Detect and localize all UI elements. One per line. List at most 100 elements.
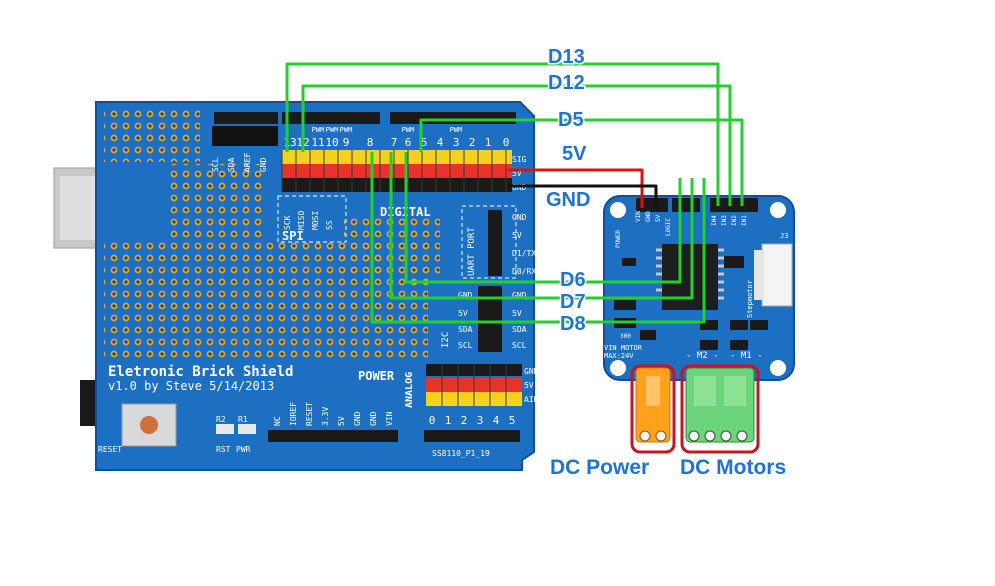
svg-text:R2: R2: [216, 415, 226, 424]
svg-text:VIN: VIN: [385, 411, 394, 426]
power-header: [268, 430, 398, 442]
svg-text:PWM: PWM: [326, 126, 339, 134]
svg-text:3.3V: 3.3V: [321, 407, 330, 426]
power-pin-labels: NC IOREF RESET 3.3V 5V GND GND VIN: [273, 402, 394, 426]
svg-text:5V: 5V: [458, 309, 468, 318]
svg-text:J3: J3: [780, 232, 788, 240]
pin-number: 2: [469, 136, 476, 149]
dc-power-highlight: [630, 364, 676, 454]
part-number: SS8110_P1_19: [432, 449, 490, 458]
analog-ain-label: AIN: [524, 395, 539, 404]
i2c-label: I2C: [441, 332, 451, 348]
svg-text:MAX:24V: MAX:24V: [604, 352, 634, 360]
pin-number: 10: [325, 136, 338, 149]
svg-text:IN4: IN4: [711, 215, 718, 226]
svg-text:MISO: MISO: [297, 211, 306, 230]
svg-text:VIN: VIN: [635, 211, 642, 222]
svg-text:D0/RX: D0/RX: [512, 267, 536, 276]
top-pin-labels: SCL SDA AREF GND: [211, 153, 268, 172]
wire-label-5v: 5V: [562, 143, 587, 165]
svg-text:GND: GND: [353, 411, 362, 426]
svg-text:IN3: IN3: [721, 215, 728, 226]
pin-label: GND: [259, 157, 268, 172]
dc-motors-caption: DC Motors: [680, 456, 786, 479]
top-header: [212, 112, 278, 146]
digital-header-left: [282, 112, 380, 124]
svg-text:5V: 5V: [512, 309, 522, 318]
reset-button: [121, 403, 177, 447]
svg-text:SCK: SCK: [283, 215, 292, 230]
pin-number: 11: [311, 136, 324, 149]
digital-brick-header: [281, 150, 512, 192]
svg-text:IN1: IN1: [741, 215, 748, 226]
reset-label: RESET: [98, 445, 122, 454]
svg-text:PWM: PWM: [402, 126, 415, 134]
proto-area-middle: [168, 164, 264, 240]
svg-text:- M1 -: - M1 -: [730, 351, 763, 361]
svg-text:PWM: PWM: [340, 126, 353, 134]
driver-top-labels: VIN GND 5V IN4 IN3 IN2 IN1 LOGIC POWER S…: [604, 211, 788, 361]
analog-pin-numbers: 0 1 2 3 4 5: [429, 414, 516, 427]
uart-label: UART PORT: [467, 227, 477, 276]
pwm-labels: PWM PWM PWM PWM PWM: [312, 126, 463, 134]
wires: [285, 62, 744, 324]
svg-text:5: 5: [509, 414, 516, 427]
svg-text:SCL: SCL: [458, 341, 473, 350]
svg-text:1: 1: [445, 414, 452, 427]
analog-brick-header: [426, 364, 522, 406]
dc-power-caption: DC Power: [550, 456, 649, 479]
svg-text:VIN MOTOR: VIN MOTOR: [604, 344, 643, 352]
svg-text:GND: GND: [512, 291, 527, 300]
wire-d5: [419, 118, 744, 206]
pin-number: 13: [283, 136, 296, 149]
uart-header: [488, 210, 502, 276]
dc-power-terminal: [635, 367, 671, 443]
svg-text:SDA: SDA: [458, 325, 473, 334]
svg-text:POWER: POWER: [615, 230, 622, 248]
svg-text:PWR: PWR: [236, 445, 251, 454]
digital-header-right: [390, 112, 516, 124]
svg-text:D1/TX: D1/TX: [512, 249, 536, 258]
shield-title: Eletronic Brick Shield: [108, 364, 293, 380]
svg-text:0: 0: [429, 414, 436, 427]
wire-d12: [301, 84, 732, 206]
wire-label-d12: D12: [548, 72, 585, 94]
svg-text:IN2: IN2: [731, 215, 738, 226]
wire-5v: [508, 168, 644, 208]
svg-text:5V: 5V: [655, 214, 662, 222]
status-leds: R2 R1 RST PWR: [216, 415, 256, 454]
spi-box: [277, 195, 347, 243]
power-label: POWER: [358, 369, 395, 383]
i2c-header: [478, 286, 502, 352]
svg-text:MOSI: MOSI: [311, 211, 320, 230]
svg-text:3: 3: [477, 414, 484, 427]
wire-label-d5: D5: [558, 109, 584, 131]
svg-text:- M2 -: - M2 -: [686, 351, 719, 361]
svg-text:RESET: RESET: [305, 402, 314, 426]
pin-number: 6: [405, 136, 412, 149]
analog-gnd-label: GND: [524, 367, 539, 376]
spi-pin-labels: SCK MISO MOSI SS: [283, 211, 334, 230]
svg-text:IOREF: IOREF: [289, 402, 298, 426]
pin-label: SCL: [211, 157, 220, 172]
pin-number: 9: [343, 136, 350, 149]
digital-pin-numbers: 13 12 11 10 9 8 7 6 5 4 3 2 1 0: [283, 136, 509, 149]
wire-label-d7: D7: [560, 291, 586, 313]
pin-label: AREF: [243, 153, 252, 172]
i2c-pin-labels: GND GND 5V 5V SDA SDA SCL SCL: [458, 291, 527, 350]
svg-text:PWM: PWM: [450, 126, 463, 134]
svg-text:2: 2: [461, 414, 468, 427]
svg-text:SCL: SCL: [512, 341, 527, 350]
svg-text:GND: GND: [645, 211, 652, 222]
wire-label-d8: D8: [560, 313, 586, 335]
wire-d8: [370, 152, 706, 324]
wire-gnd: [508, 184, 658, 208]
svg-text:R1: R1: [238, 415, 248, 424]
motor-driver-board: [603, 195, 795, 381]
pin-number: 3: [453, 136, 460, 149]
analog-label: ANALOG: [404, 372, 415, 408]
svg-text:PWM: PWM: [312, 126, 325, 134]
wire-label-gnd: GND: [546, 189, 590, 211]
sig-label: SIG: [512, 155, 527, 164]
